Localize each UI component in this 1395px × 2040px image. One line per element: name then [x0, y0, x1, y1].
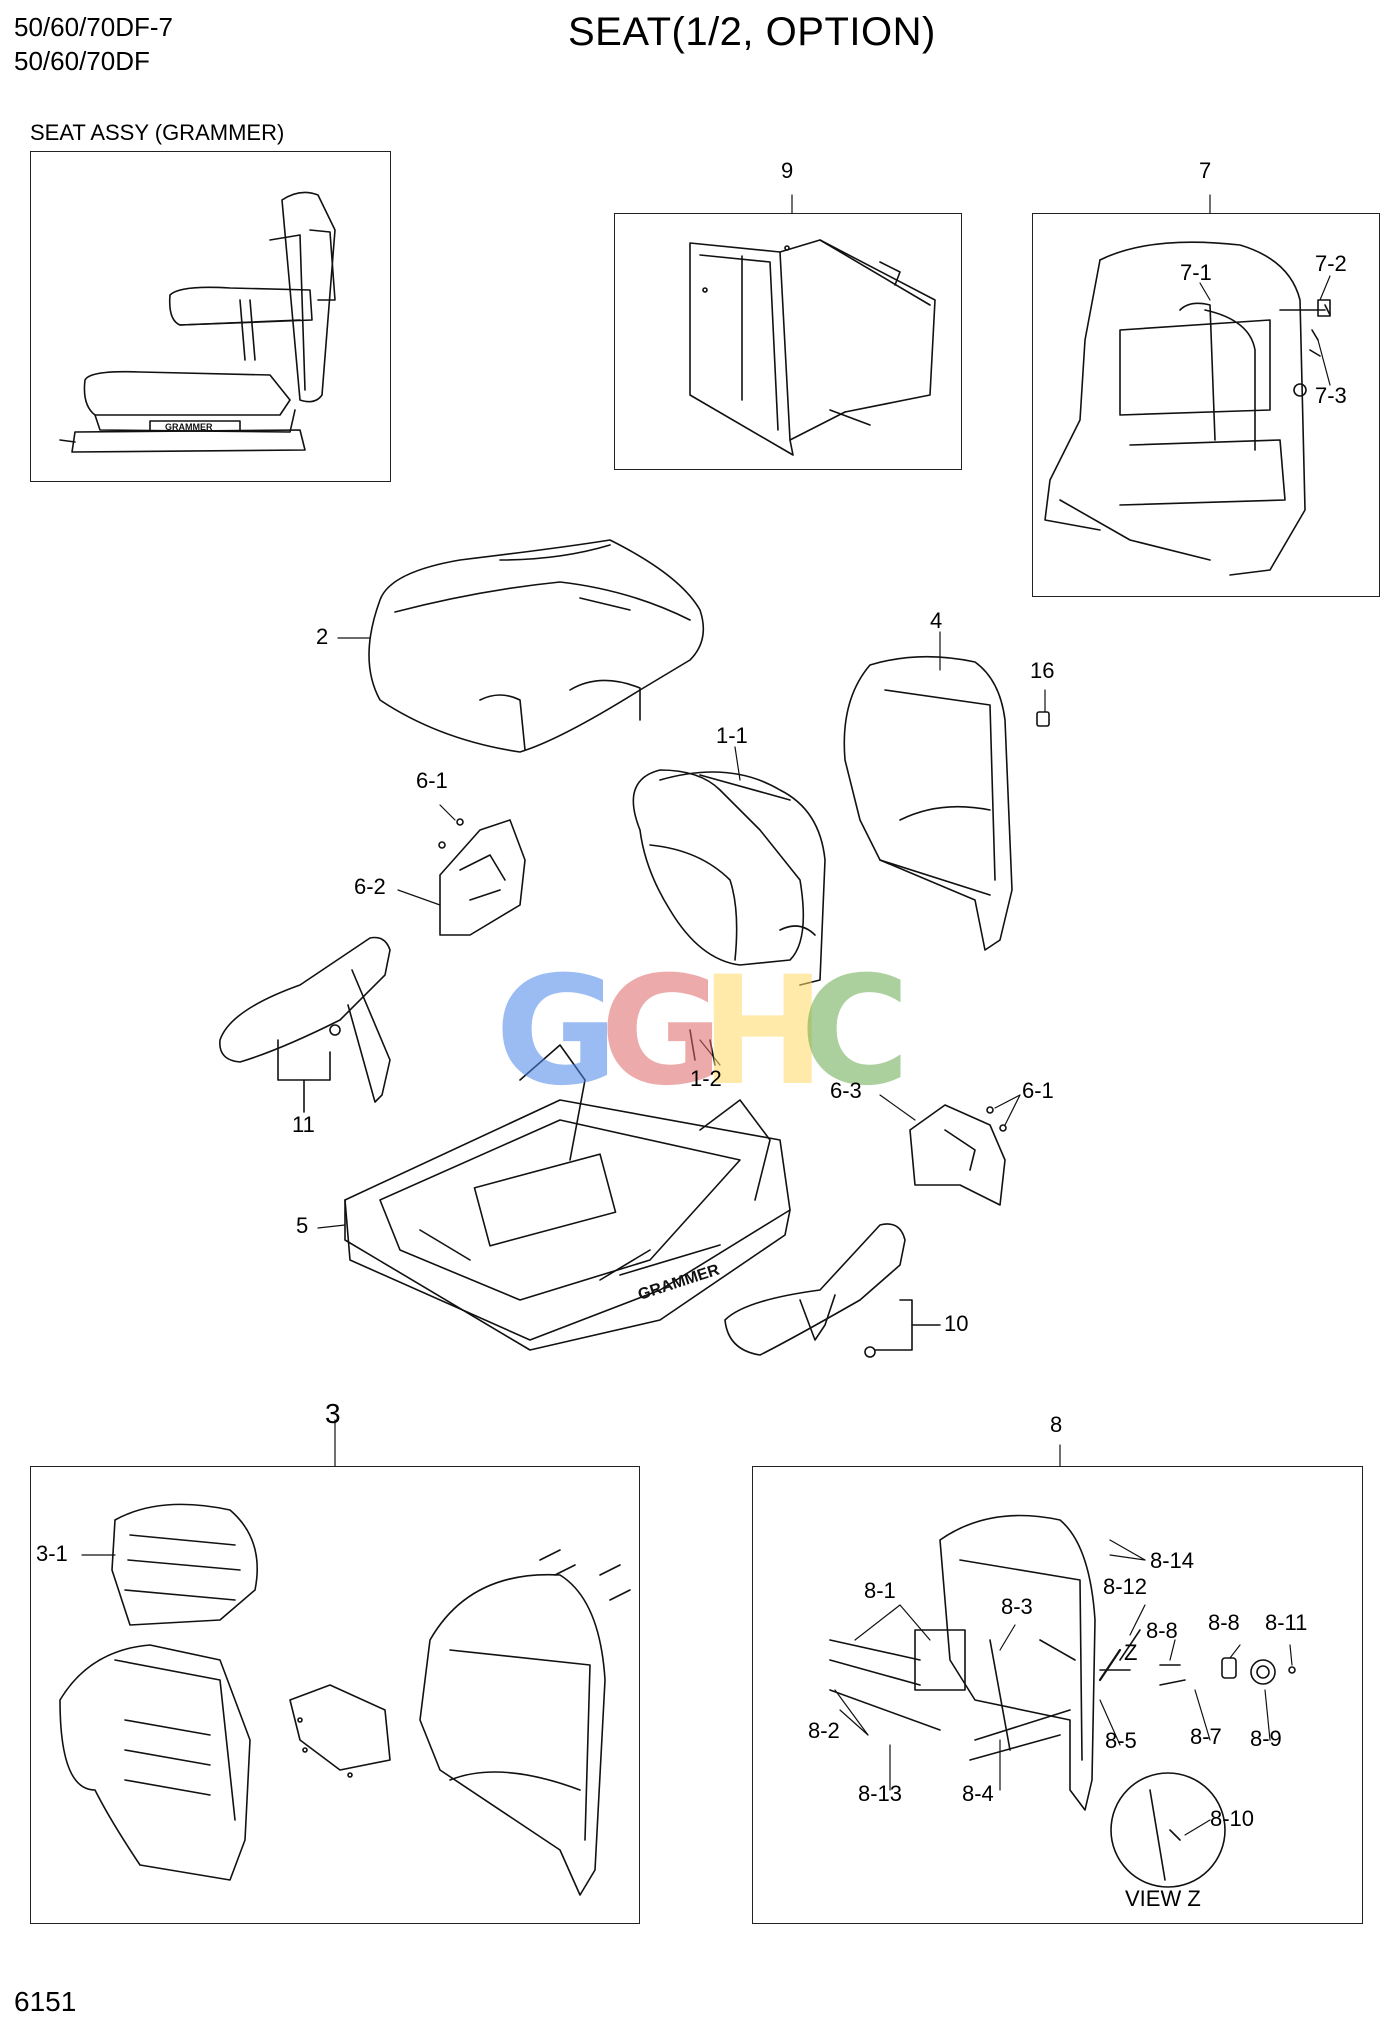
label-part-3: 3	[325, 1398, 341, 1429]
label-part-8-13: 8-13	[858, 1781, 903, 1806]
seat-assy-caption: SEAT ASSY (GRAMMER)	[30, 120, 285, 145]
label-part-1-1: 1-1	[716, 723, 748, 748]
page-number: 6151	[14, 1986, 77, 2017]
part-9-box	[614, 213, 962, 470]
watermark-letter-2: G	[600, 945, 724, 1119]
label-part-7-3: 7-3	[1315, 383, 1347, 408]
label-part-10: 10	[944, 1311, 969, 1336]
label-part-3-1: 3-1	[36, 1541, 68, 1566]
grammer-logo-base: GRAMMER	[636, 1261, 722, 1303]
label-part-8-3: 8-3	[1001, 1594, 1033, 1619]
label-part-6-1-right: 6-1	[1022, 1078, 1054, 1103]
label-part-8-1: 8-1	[864, 1578, 896, 1603]
leader-lines	[81, 194, 1331, 1836]
label-part-6-3: 6-3	[830, 1078, 862, 1103]
label-part-8-8b: 8-8	[1208, 1610, 1240, 1635]
model-line-1: 50/60/70DF-7	[14, 12, 173, 42]
label-part-8-4: 8-4	[962, 1781, 994, 1806]
part-2-cushion	[368, 539, 705, 753]
label-part-8-8a: 8-8	[1146, 1618, 1178, 1643]
label-part-8-5: 8-5	[1105, 1728, 1137, 1753]
seat-assy-illustration	[59, 191, 336, 453]
part-7-illustration	[1044, 241, 1331, 576]
label-part-8-12: 8-12	[1103, 1574, 1148, 1599]
fasteners	[438, 818, 1007, 1132]
label-part-8-7: 8-7	[1190, 1724, 1222, 1749]
label-part-8-14: 8-14	[1150, 1548, 1195, 1573]
label-part-8-10: 8-10	[1210, 1806, 1255, 1831]
label-part-2: 2	[316, 624, 329, 649]
label-view-z: VIEW Z	[1125, 1886, 1201, 1911]
label-part-8-2: 8-2	[808, 1718, 840, 1743]
part-8-back-frame	[829, 1514, 1296, 1888]
part-9-illustration	[689, 239, 936, 456]
label-part-16: 16	[1030, 658, 1055, 683]
page-title: SEAT(1/2, OPTION)	[568, 10, 936, 54]
label-part-9: 9	[781, 158, 794, 183]
label-part-6-1-top: 6-1	[416, 768, 448, 793]
part-3-headrest-back	[59, 1503, 631, 1896]
label-z-arrow: Z	[1124, 1640, 1138, 1665]
label-part-1-2: 1-2	[690, 1066, 722, 1091]
grammer-logo-small: GRAMMER	[165, 422, 213, 432]
label-part-8-9: 8-9	[1250, 1726, 1282, 1751]
part-6-3-cover	[909, 1104, 1006, 1206]
label-part-8-11: 8-11	[1265, 1610, 1308, 1635]
label-part-8: 8	[1050, 1412, 1063, 1437]
label-part-6-2: 6-2	[354, 874, 386, 899]
model-line-2: 50/60/70DF	[14, 46, 150, 76]
part-7-box	[1032, 213, 1380, 597]
label-part-5: 5	[296, 1213, 309, 1238]
part-8-box	[752, 1466, 1363, 1924]
watermark-letter-4: C	[800, 945, 911, 1119]
label-part-4: 4	[930, 608, 943, 633]
label-part-7: 7	[1199, 158, 1212, 183]
label-part-7-2: 7-2	[1315, 251, 1347, 276]
seat-assy-box	[30, 151, 391, 482]
part-11-armrest	[219, 936, 391, 1113]
part-6-2-cover	[439, 819, 526, 936]
watermark-letter-3: H	[700, 945, 826, 1119]
label-part-11: 11	[292, 1112, 315, 1137]
part-10-armrest	[724, 1223, 941, 1358]
part-1-1-backrest	[632, 769, 826, 986]
part-5-base-frame	[344, 1044, 791, 1351]
label-part-7-1: 7-1	[1180, 260, 1212, 285]
part-4-back-shell	[843, 655, 1050, 951]
watermark-letter-1: G	[495, 945, 619, 1119]
